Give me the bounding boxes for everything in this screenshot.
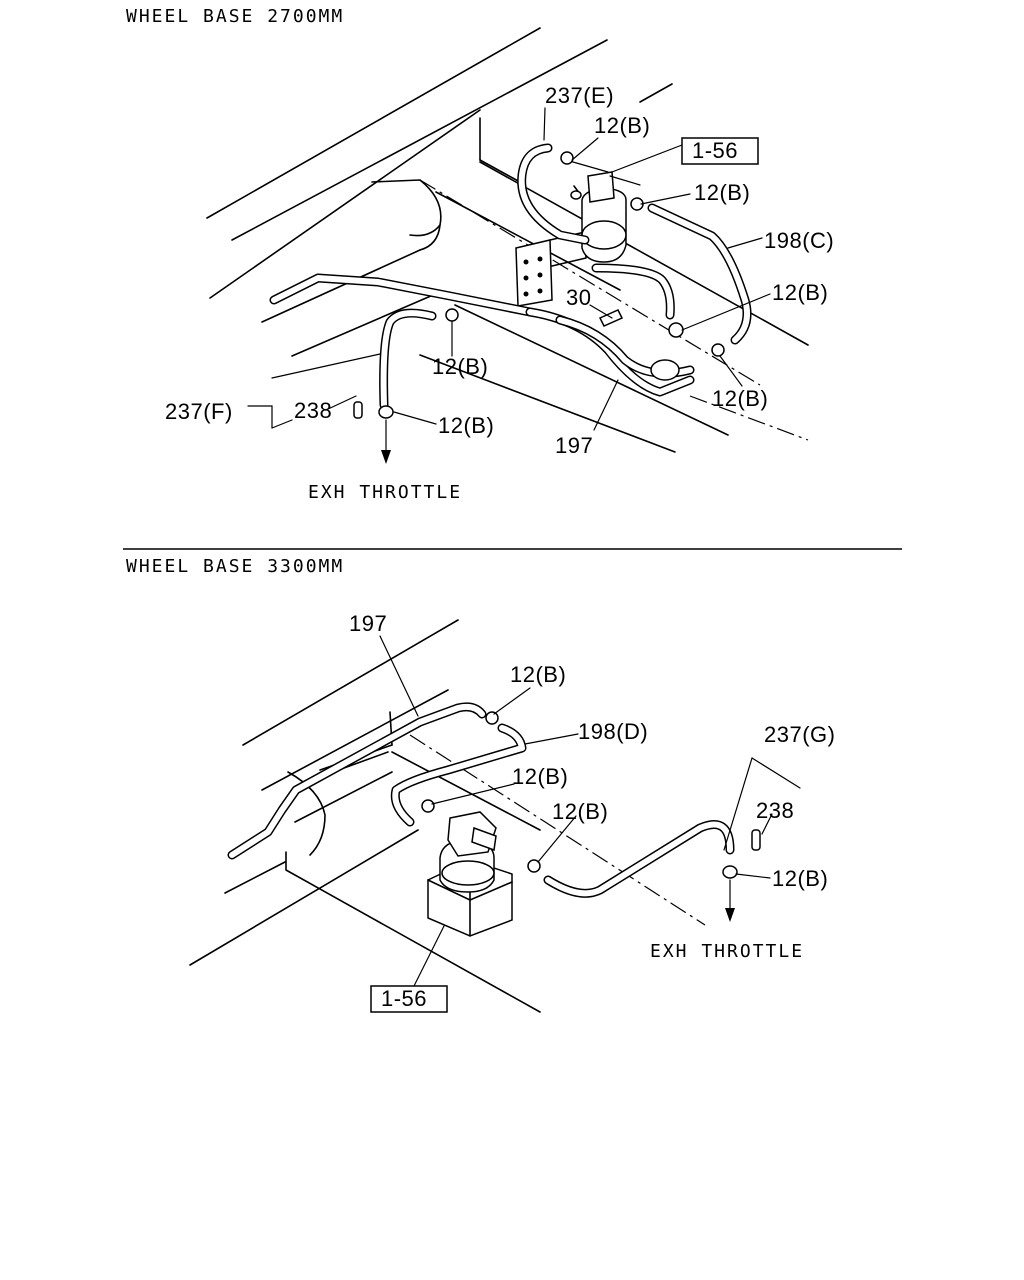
callout-clamp-right-upper: 12(B) [694,180,750,205]
callout-clamp-left-lower: 12(B) [438,413,494,438]
s2-callout-clamp-top: 12(B) [510,662,566,687]
section1-clamps [353,151,725,419]
section1-heading: WHEEL BASE 2700MM [126,6,344,27]
section1-leaders [247,107,771,464]
section1-hoses [269,143,752,410]
callout-hose-c: 198(C) [764,228,834,253]
callout-hose-f: 237(F) [165,399,233,424]
callout-pipe: 197 [555,433,593,458]
s2-callout-clamp-mid: 12(B) [512,764,568,789]
callout-clamp-right-mid: 12(B) [772,280,828,305]
s2-callout-hose-g: 237(G) [764,722,835,747]
callout-clamp-right-lower: 12(B) [712,386,768,411]
ref-box-1-56[interactable]: 1-56 [692,138,738,163]
s2-ref-box-1-56-frame [370,985,448,1013]
s2-ref-box-1-56[interactable]: 1-56 [381,986,427,1011]
ref-box-1-56-frame [681,137,759,165]
section1-destination-label: EXH THROTTLE [308,482,462,503]
s2-callout-clamp-far-right: 12(B) [772,866,828,891]
s2-callout-clip: 238 [756,798,794,823]
section2-heading: WHEEL BASE 3300MM [126,556,344,577]
callout-bolt: 30 [566,285,591,310]
section1-vsv-valve [515,159,641,307]
section2-vsv-valve [427,811,513,937]
callout-clamp-top: 12(B) [594,113,650,138]
section2-destination-label: EXH THROTTLE [650,941,804,962]
callout-clamp-center: 12(B) [432,354,488,379]
s2-callout-clamp-right: 12(B) [552,799,608,824]
section2-clamps [421,711,761,879]
section1-frame-rails [206,27,809,453]
section2-frame-rails [189,619,706,1013]
section2-leaders [379,635,801,987]
s2-callout-hose-d: 198(D) [578,719,648,744]
section2-hoses [227,702,735,898]
callout-clip: 238 [294,398,332,423]
callout-hose-e: 237(E) [545,83,614,108]
s2-callout-pipe: 197 [349,611,387,636]
